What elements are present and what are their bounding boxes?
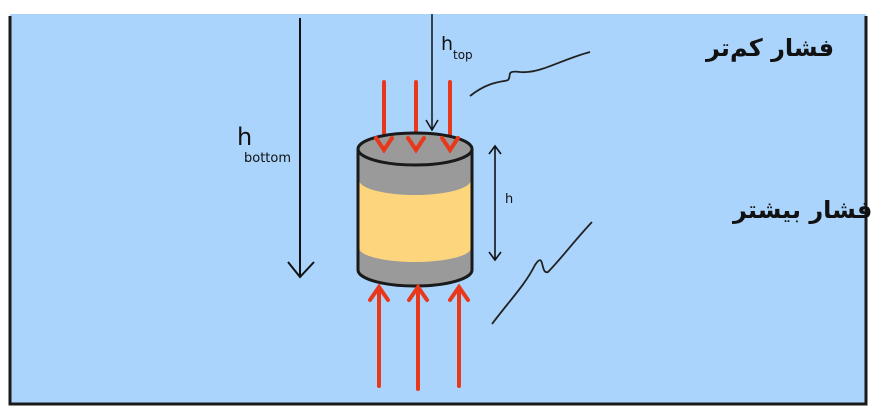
height-label: h xyxy=(505,192,513,207)
h-bottom-label: h xyxy=(237,123,252,151)
bottom-force-arrow xyxy=(368,283,390,388)
cylinder-band xyxy=(359,180,471,262)
high-pressure-leader xyxy=(491,221,593,325)
submerged-cylinder xyxy=(356,131,474,288)
bottom-force-arrows xyxy=(368,283,470,391)
low-pressure-label: فشار کم‌تر xyxy=(705,34,834,62)
height-dimension-arrow xyxy=(488,144,502,262)
low-pressure-leader xyxy=(469,51,591,97)
h-top-depth-arrow xyxy=(425,14,439,132)
h-bottom-depth-arrow xyxy=(287,18,315,279)
high-pressure-label: فشار بیشتر xyxy=(732,196,872,224)
bottom-force-arrow xyxy=(448,283,470,388)
h-top-subscript: top xyxy=(453,48,473,62)
h-bottom-subscript: bottom xyxy=(244,151,291,166)
h-top-label: h xyxy=(441,33,453,55)
container-outline xyxy=(8,16,868,406)
bottom-force-arrow xyxy=(407,283,429,391)
